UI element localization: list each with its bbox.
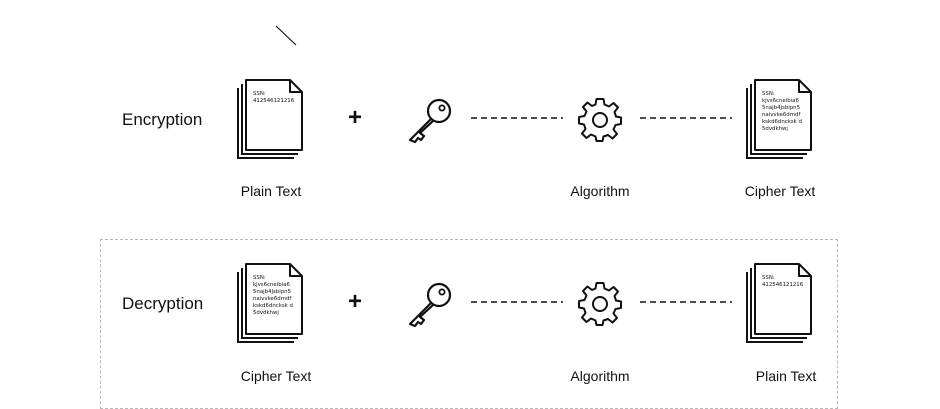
decryption-output-document: SSN:412546121216 (745, 262, 815, 346)
plus-sign: + (348, 288, 363, 315)
caption-cipher-text: Cipher Text (240, 368, 312, 384)
encryption-input-document: SSN:412546121216 (236, 78, 306, 162)
stray-line-mark (275, 25, 297, 46)
key-icon (408, 98, 452, 144)
plus-sign: + (348, 104, 363, 131)
caption-algorithm: Algorithm (570, 183, 630, 199)
caption-plain-text: Plain Text (240, 183, 302, 199)
diagram: Encryption SSN:412546121216 + SSN:kjvs6 (100, 25, 838, 409)
connector-dashed-line (471, 117, 563, 119)
connector-dashed-line (640, 301, 732, 303)
document-stack-icon (237, 79, 303, 159)
caption-plain-text: Plain Text (755, 368, 817, 384)
decryption-label: Decryption (122, 294, 204, 313)
gear-icon (578, 98, 622, 142)
key-icon (408, 282, 452, 328)
document-stack-icon (746, 79, 812, 159)
encryption-label: Encryption (122, 110, 203, 129)
gear-icon (578, 282, 622, 326)
document-stack-icon (237, 263, 303, 343)
caption-cipher-text: Cipher Text (744, 183, 816, 199)
document-stack-icon (746, 263, 812, 343)
document-text: SSN:412546121216 (253, 91, 295, 104)
connector-dashed-line (471, 301, 563, 303)
document-text: SSN:412546121216 (762, 275, 804, 288)
caption-algorithm: Algorithm (570, 368, 630, 384)
connector-dashed-line (640, 117, 732, 119)
